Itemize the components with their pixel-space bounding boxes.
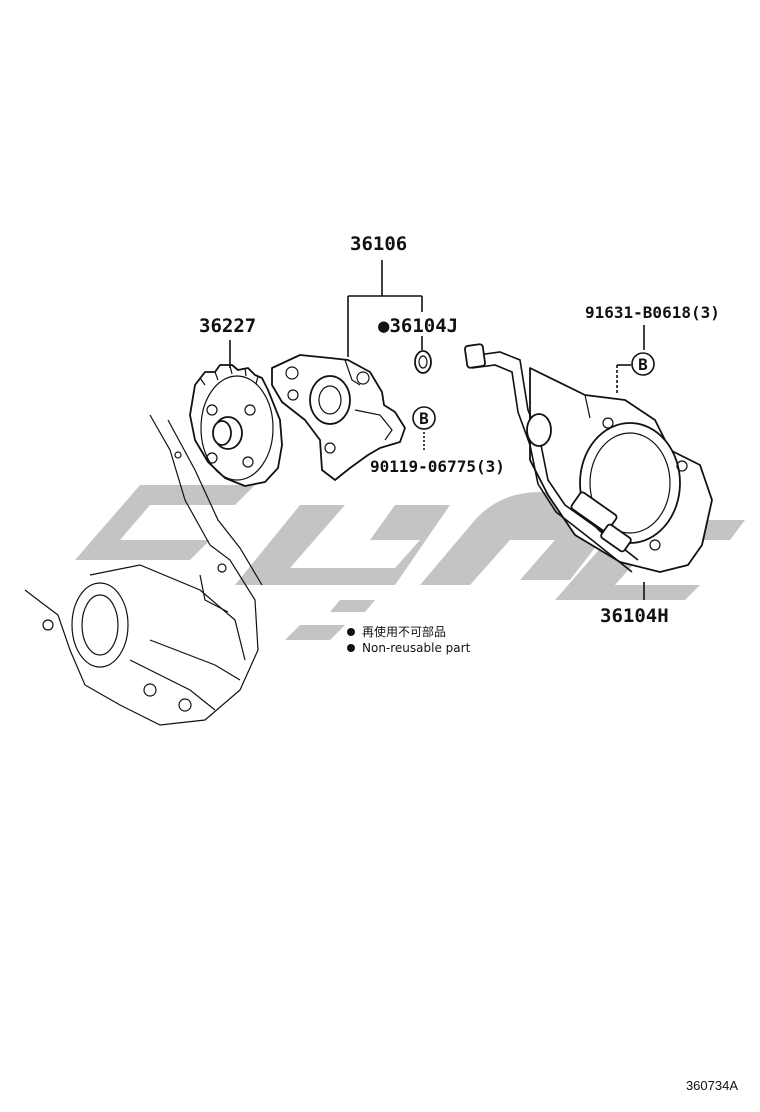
ref-marker-b-right: B bbox=[631, 352, 655, 376]
engine-block-drawing bbox=[24, 414, 263, 726]
legend-jp: 再使用不可部品 bbox=[362, 624, 446, 639]
legend-bullet-icon bbox=[347, 644, 355, 652]
label-36227: 36227 bbox=[199, 315, 256, 337]
document-id: 360734A bbox=[686, 1078, 738, 1093]
label-36104J: ●36104J bbox=[378, 315, 458, 337]
svg-text:B: B bbox=[638, 355, 648, 374]
label-36104H: 36104H bbox=[600, 605, 669, 627]
seal-ring-drawing bbox=[414, 350, 432, 374]
label-90119-06775: 90119-06775(3) bbox=[370, 457, 505, 476]
ref-marker-b-left: B bbox=[412, 406, 436, 430]
leader-lines bbox=[229, 260, 645, 600]
vacuum-pump-body-drawing bbox=[271, 354, 406, 481]
legend-en: Non-reusable part bbox=[362, 641, 471, 655]
oil-pipe-drawing bbox=[464, 343, 639, 573]
legend-bullet-icon bbox=[347, 628, 355, 636]
label-91631-B0618: 91631-B0618(3) bbox=[585, 303, 720, 322]
legend: 再使用不可部品 Non-reusable part bbox=[347, 624, 471, 655]
svg-text:B: B bbox=[419, 409, 429, 428]
pump-drive-gear-drawing bbox=[189, 364, 283, 487]
label-36106: 36106 bbox=[350, 233, 407, 255]
